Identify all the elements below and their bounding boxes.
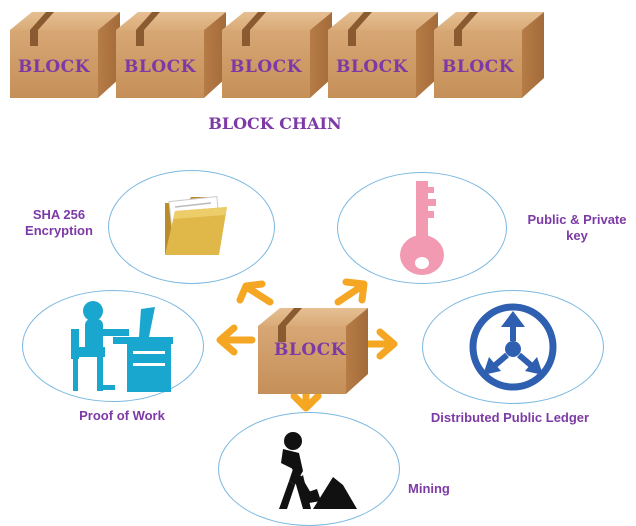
worker-at-desk-icon xyxy=(71,301,173,392)
keys-label: Public & Private key xyxy=(527,212,627,243)
chain-block-3: BLOCK xyxy=(222,12,332,98)
chain-block-label: BLOCK xyxy=(442,57,514,77)
arrow-left-icon xyxy=(216,324,256,356)
chain-block-label: BLOCK xyxy=(336,57,408,77)
pow-label: Proof of Work xyxy=(79,408,165,423)
keys-ellipse xyxy=(337,172,507,284)
ledger-label: Distributed Public Ledger xyxy=(430,410,590,425)
chain-title: BLOCK CHAIN xyxy=(208,114,342,133)
chain-block-label: BLOCK xyxy=(124,57,196,77)
miner-digging-icon xyxy=(279,432,357,509)
chain-block-1: BLOCK xyxy=(10,12,120,98)
chain-block-5: BLOCK xyxy=(434,12,544,98)
ledger-ellipse xyxy=(422,290,604,404)
mining-ellipse xyxy=(218,412,400,526)
chain-block-4: BLOCK xyxy=(328,12,438,98)
sha-ellipse xyxy=(108,170,275,284)
arrow-up-right-icon xyxy=(334,278,368,306)
sha-label: SHA 256 Encryption xyxy=(25,207,93,238)
network-distribution-icon xyxy=(469,303,557,391)
center-block-label: BLOCK xyxy=(274,340,346,360)
arrow-up-left-icon xyxy=(236,280,274,306)
chain-block-label: BLOCK xyxy=(230,57,302,77)
folder-icon xyxy=(165,196,227,255)
mining-label: Mining xyxy=(408,481,450,496)
center-block: BLOCK xyxy=(258,308,368,394)
chain-block-2: BLOCK xyxy=(116,12,226,98)
key-icon xyxy=(400,181,444,275)
chain-block-label: BLOCK xyxy=(18,57,90,77)
pow-ellipse xyxy=(22,290,204,402)
